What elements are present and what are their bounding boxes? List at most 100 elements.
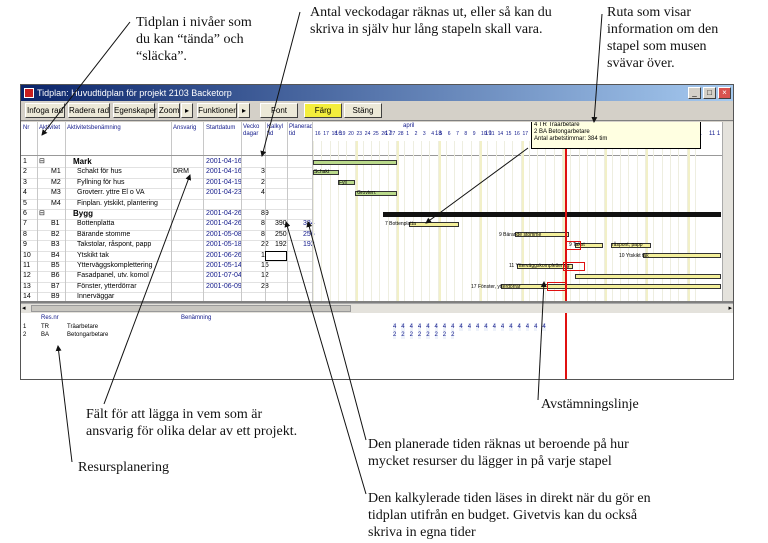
row-13-name[interactable]: Fönster, ytterdörrar — [77, 282, 137, 290]
gantt-bar-b5[interactable] — [517, 263, 573, 269]
row-12-name[interactable]: Fasadpanel, utv. komol — [77, 272, 149, 280]
row-11-name[interactable]: Ytterväggskomplettering — [77, 262, 153, 269]
row-4-code[interactable]: M3 — [51, 189, 61, 197]
title-bar[interactable]: Tidplan: Huvudtidplan för projekt 2103 B… — [21, 85, 733, 101]
col-header-nr[interactable]: Nr — [23, 125, 30, 131]
gantt-bar-m3[interactable] — [355, 190, 397, 196]
row-9-start[interactable]: 2001-05-18 — [206, 241, 242, 249]
week-days-input[interactable] — [265, 250, 287, 261]
row-1-nr[interactable]: 1 — [23, 158, 27, 165]
row-7-name[interactable]: Bottenplatta — [77, 220, 115, 228]
row-13-nr[interactable]: 13 — [23, 282, 31, 290]
close-button[interactable]: Stäng — [344, 103, 382, 118]
row-5-nr[interactable]: 5 — [23, 199, 27, 207]
row-2-resp[interactable]: DRM — [173, 168, 189, 176]
row-10-nr[interactable]: 10 — [23, 251, 31, 259]
col-header-calc-time[interactable]: Kalkyl tid — [267, 124, 284, 137]
row-5-code[interactable]: M4 — [51, 199, 61, 207]
row-3-name[interactable]: Fyllning för hus — [77, 178, 125, 186]
row-7-start[interactable]: 2001-04-26 — [206, 220, 242, 228]
col-header-planned-time[interactable]: Planerad tid — [289, 124, 314, 137]
scroll-thumb[interactable] — [31, 305, 351, 312]
row-8-name[interactable]: Bärande stomme — [77, 230, 131, 238]
font-button[interactable]: Font — [260, 103, 298, 118]
row-12-code[interactable]: B6 — [51, 272, 60, 280]
row-11-nr[interactable]: 11 — [23, 262, 31, 269]
row-7-nr[interactable]: 7 — [23, 220, 27, 228]
row-6-days[interactable]: 89 — [261, 209, 269, 219]
gantt-bar-m1[interactable] — [313, 169, 339, 175]
row-9-calc[interactable]: 192 — [275, 241, 287, 249]
row-11-start[interactable]: 2001-05-14 — [206, 262, 242, 269]
functions-button[interactable]: Funktioner — [197, 103, 237, 118]
row-5-name[interactable]: Finplan. ytskikt, plantering — [77, 199, 158, 207]
zoom-arrow-icon[interactable]: ▸ — [181, 103, 193, 118]
resource-2-name[interactable]: Betongarbetare — [67, 332, 109, 338]
row-3-nr[interactable]: 3 — [23, 178, 27, 186]
row-8-nr[interactable]: 8 — [23, 230, 27, 238]
row-2-start[interactable]: 2001-04-16 — [206, 168, 242, 176]
vertical-scrollbar[interactable] — [722, 122, 733, 301]
close-window-button[interactable]: × — [718, 87, 731, 99]
gantt-bar-m2[interactable] — [338, 180, 355, 186]
delete-row-button[interactable]: Radera rad — [68, 103, 110, 118]
resource-1-nr[interactable]: 1 — [23, 324, 27, 330]
horizontal-scrollbar[interactable]: ◂ ▸ — [21, 303, 733, 313]
summary-bar-mark[interactable] — [313, 159, 397, 165]
row-2-nr[interactable]: 2 — [23, 168, 27, 176]
row-12-start[interactable]: 2001-07-04 — [206, 272, 242, 280]
col-header-responsible[interactable]: Ansvarig — [173, 125, 197, 131]
row-8-calc[interactable]: 250 — [275, 230, 287, 238]
functions-arrow-icon[interactable]: ▸ — [238, 103, 250, 118]
gantt-bar-b7[interactable] — [501, 284, 721, 290]
col-header-description[interactable]: Aktivitetsbenämning — [67, 125, 121, 131]
row-8-days[interactable]: 8 — [261, 230, 265, 238]
col-header-start-date[interactable]: Startdatum — [206, 125, 236, 131]
row-2-name[interactable]: Schakt för hus — [77, 168, 122, 176]
row-13-code[interactable]: B7 — [51, 282, 60, 290]
row-10-start[interactable]: 2001-06-26 — [206, 251, 242, 259]
row-14-nr[interactable]: 14 — [23, 293, 31, 301]
resource-2-code[interactable]: BA — [41, 332, 50, 338]
row-1-tree[interactable]: ⊟ — [39, 158, 45, 165]
row-10-name[interactable]: Ytskikt tak — [77, 251, 109, 259]
row-4-name[interactable]: Grovterr. yttre El o VA — [77, 189, 145, 197]
row-10-days[interactable]: 17 — [261, 251, 269, 261]
resource-2-nr[interactable]: 2 — [23, 332, 27, 338]
row-6-tree[interactable]: ⊟ — [39, 210, 45, 217]
row-11-days[interactable]: 16 — [261, 261, 269, 271]
row-7-code[interactable]: B1 — [51, 220, 60, 228]
row-2-days[interactable]: 3 — [261, 168, 265, 176]
row-6-start[interactable]: 2001-04-26 — [206, 210, 242, 217]
row-9-code[interactable]: B3 — [51, 241, 60, 249]
minimize-button[interactable]: _ — [688, 87, 701, 99]
row-14-name[interactable]: Innerväggar — [77, 293, 115, 301]
scroll-left-icon[interactable]: ◂ — [22, 305, 26, 312]
row-13-days[interactable]: 28 — [261, 282, 269, 292]
summary-bar-bygg[interactable] — [383, 211, 721, 217]
row-9-days[interactable]: 22 — [261, 240, 269, 250]
row-6-nr[interactable]: 6 — [23, 210, 27, 217]
row-8-code[interactable]: B2 — [51, 230, 60, 238]
row-1-start[interactable]: 2001-04-16 — [206, 158, 242, 165]
gantt-bar-b2[interactable] — [515, 232, 569, 238]
row-12-nr[interactable]: 12 — [23, 272, 31, 280]
resource-1-name[interactable]: Träarbetare — [67, 324, 99, 330]
row-9-name[interactable]: Takstolar, råspont, papp — [77, 241, 152, 249]
col-header-activity[interactable]: Aktivitet — [39, 125, 61, 131]
row-4-days[interactable]: 4 — [261, 189, 265, 197]
row-12-days[interactable]: 12 — [261, 271, 269, 281]
row-6-name[interactable]: Bygg — [73, 209, 93, 218]
row-4-start[interactable]: 2001-04-23 — [206, 189, 242, 197]
row-3-code[interactable]: M2 — [51, 178, 61, 186]
row-7-calc[interactable]: 390 — [275, 220, 287, 228]
maximize-button[interactable]: □ — [703, 87, 716, 99]
row-1-name[interactable]: Mark — [73, 157, 92, 166]
row-10-code[interactable]: B4 — [51, 251, 60, 259]
gantt-bar-b6[interactable] — [575, 273, 721, 279]
row-13-start[interactable]: 2001-06-09 — [206, 282, 242, 290]
reconciliation-line[interactable] — [565, 141, 567, 301]
row-11-code[interactable]: B5 — [51, 262, 60, 269]
resource-1-code[interactable]: TR — [41, 324, 49, 330]
